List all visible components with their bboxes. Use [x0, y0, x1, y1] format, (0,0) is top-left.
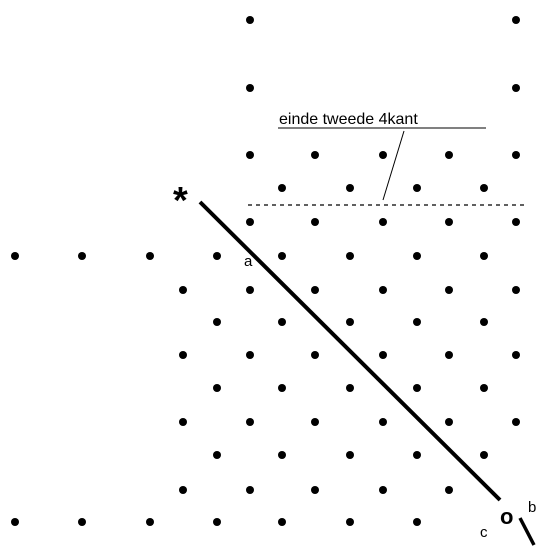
dot-grid	[11, 16, 520, 526]
lattice-dot	[278, 384, 286, 392]
lattice-dot	[311, 218, 319, 226]
lattice-dot	[480, 318, 488, 326]
lattice-dot	[379, 151, 387, 159]
annotation-leader-line	[382, 130, 405, 201]
lattice-dot	[11, 252, 19, 260]
lattice-dot	[480, 384, 488, 392]
lattice-dot	[512, 151, 520, 159]
lattice-dot	[445, 218, 453, 226]
lattice-dot	[246, 418, 254, 426]
point-label-b: b	[528, 499, 536, 516]
lattice-dot	[179, 286, 187, 294]
diagonal-line-extension	[518, 517, 536, 546]
lattice-dot	[346, 318, 354, 326]
lattice-dot	[445, 418, 453, 426]
lattice-dot	[11, 518, 19, 526]
lattice-dot	[346, 451, 354, 459]
lattice-dot	[311, 286, 319, 294]
lattice-dot	[379, 286, 387, 294]
lattice-dot	[146, 252, 154, 260]
lattice-dot	[179, 418, 187, 426]
annotation-label: einde tweede 4kant	[279, 111, 418, 128]
lattice-dot	[278, 252, 286, 260]
lattice-dot	[311, 418, 319, 426]
lattice-dot	[213, 318, 221, 326]
lattice-dot	[213, 518, 221, 526]
lattice-dot	[246, 151, 254, 159]
lattice-dot	[246, 351, 254, 359]
point-label-c: c	[480, 524, 488, 541]
lattice-dot	[413, 184, 421, 192]
lattice-dot	[246, 16, 254, 24]
lattice-dot	[278, 451, 286, 459]
lattice-dot	[311, 151, 319, 159]
lattice-dot	[179, 351, 187, 359]
lattice-dot	[480, 451, 488, 459]
lattice-dot	[246, 218, 254, 226]
lattice-dot	[78, 252, 86, 260]
lattice-dot	[246, 84, 254, 92]
point-label-a: a	[244, 253, 253, 270]
lattice-dot	[379, 351, 387, 359]
lattice-dot	[512, 16, 520, 24]
lattice-dot	[512, 84, 520, 92]
lattice-dot	[213, 384, 221, 392]
lattice-dot	[179, 486, 187, 494]
lattice-dot	[413, 451, 421, 459]
lattice-dot	[480, 184, 488, 192]
lattice-dot	[311, 351, 319, 359]
lattice-dot	[480, 252, 488, 260]
lattice-dot	[413, 318, 421, 326]
lattice-dot	[146, 518, 154, 526]
lattice-dot	[445, 151, 453, 159]
lattice-dot	[512, 418, 520, 426]
lattice-dot	[346, 518, 354, 526]
lattice-dot	[78, 518, 86, 526]
lattice-dot	[445, 286, 453, 294]
start-marker-asterisk: *	[173, 180, 188, 222]
lattice-dot	[413, 518, 421, 526]
lattice-dot	[413, 252, 421, 260]
lattice-dot	[246, 486, 254, 494]
lattice-dot	[346, 184, 354, 192]
lattice-dot	[278, 518, 286, 526]
end-marker-circle: o	[500, 504, 513, 529]
lattice-dot	[213, 451, 221, 459]
lattice-dot	[346, 384, 354, 392]
lattice-dot	[246, 286, 254, 294]
lattice-dot	[278, 318, 286, 326]
lattice-dot	[346, 252, 354, 260]
lattice-dot	[213, 252, 221, 260]
lattice-dot	[379, 218, 387, 226]
diagonal-line	[198, 200, 502, 502]
lattice-dot	[512, 286, 520, 294]
lattice-dot	[379, 486, 387, 494]
lattice-dot	[379, 418, 387, 426]
lattice-dot	[413, 384, 421, 392]
lattice-dot	[311, 486, 319, 494]
lattice-dot	[445, 351, 453, 359]
lattice-dot	[512, 218, 520, 226]
lattice-dot	[278, 184, 286, 192]
lattice-dot	[445, 486, 453, 494]
lattice-dot	[512, 351, 520, 359]
